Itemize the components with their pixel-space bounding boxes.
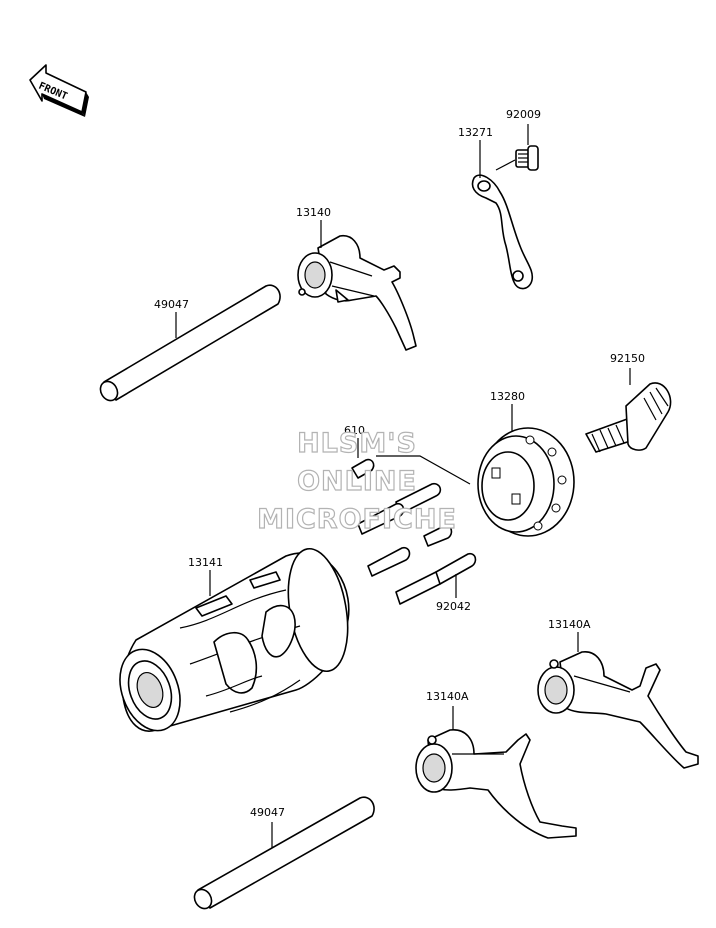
part-number-92150: 92150 bbox=[610, 352, 645, 365]
shaft-49047-top bbox=[99, 284, 281, 402]
shift-fork-13140A-right bbox=[537, 632, 699, 769]
part-number-49047-bottom: 49047 bbox=[250, 806, 285, 819]
part-number-49047-top: 49047 bbox=[154, 298, 189, 311]
part-number-610: 610 bbox=[344, 424, 365, 437]
watermark: HLSM'S ONLINE MICROFICHE bbox=[256, 427, 457, 535]
part-number-92042: 92042 bbox=[436, 600, 471, 613]
shift-fork-13140 bbox=[297, 220, 417, 351]
drum-cam-13280 bbox=[477, 404, 575, 537]
watermark-line-2: ONLINE bbox=[297, 466, 417, 497]
part-number-13140A-center: 13140A bbox=[426, 690, 469, 703]
shift-plate-13271 bbox=[471, 140, 534, 290]
front-direction-arrow-icon: FRONT bbox=[29, 64, 89, 117]
part-number-13271: 13271 bbox=[458, 126, 493, 139]
shaft-49047-bottom bbox=[193, 796, 375, 910]
part-number-13280: 13280 bbox=[490, 390, 525, 403]
shift-drum-13141 bbox=[119, 547, 350, 732]
part-number-92009: 92009 bbox=[506, 108, 541, 121]
watermark-line-1: HLSM'S bbox=[297, 428, 417, 459]
pin-610 bbox=[351, 438, 471, 485]
shift-fork-13140A-center bbox=[415, 706, 577, 839]
pins-92042 bbox=[357, 482, 477, 605]
part-number-13140A-right: 13140A bbox=[548, 618, 591, 631]
bolt-92150 bbox=[585, 368, 672, 453]
watermark-line-3: MICROFICHE bbox=[257, 504, 457, 535]
part-number-13141: 13141 bbox=[188, 556, 223, 569]
part-number-13140: 13140 bbox=[296, 206, 331, 219]
bolt-92009 bbox=[495, 124, 539, 171]
